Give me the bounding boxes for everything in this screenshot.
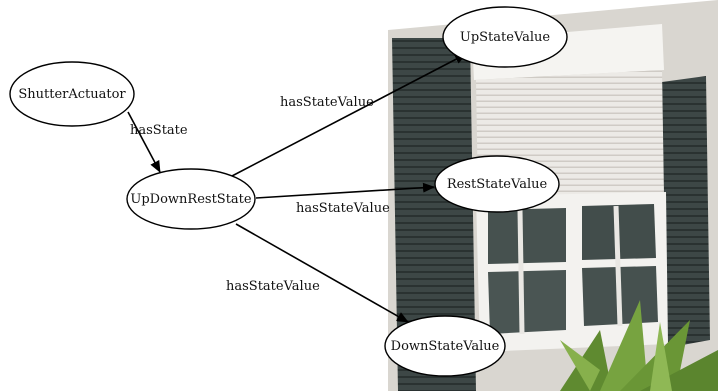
edge-to-up xyxy=(231,53,467,177)
node-up-state-value[interactable]: UpStateValue xyxy=(442,6,568,68)
edges xyxy=(127,53,467,323)
edge-label-to-down: hasStateValue xyxy=(226,279,320,294)
node-rest-state-value[interactable]: RestStateValue xyxy=(434,155,560,213)
edge-to-rest xyxy=(255,182,435,199)
node-label-shutter-actuator: ShutterActuator xyxy=(18,87,126,102)
edge-to-down xyxy=(235,223,409,323)
edge-label-has-state: hasState xyxy=(130,123,188,138)
node-down-state-value[interactable]: DownStateValue xyxy=(384,315,506,377)
node-shutter-actuator[interactable]: ShutterActuator xyxy=(9,61,135,127)
right-side-shutter xyxy=(662,76,710,348)
window-shutter-photo xyxy=(388,0,718,391)
left-side-shutter xyxy=(392,38,476,391)
node-label-rest-state-value: RestStateValue xyxy=(447,177,548,192)
node-label-down-state-value: DownStateValue xyxy=(391,339,500,354)
node-label-up-down-rest-state: UpDownRestState xyxy=(130,192,252,207)
edge-label-to-rest: hasStateValue xyxy=(296,201,390,216)
edge-label-to-up: hasStateValue xyxy=(280,95,374,110)
node-up-down-rest-state[interactable]: UpDownRestState xyxy=(126,168,256,230)
edge-has-state xyxy=(127,111,161,173)
node-label-up-state-value: UpStateValue xyxy=(460,30,551,45)
plant xyxy=(560,300,718,391)
